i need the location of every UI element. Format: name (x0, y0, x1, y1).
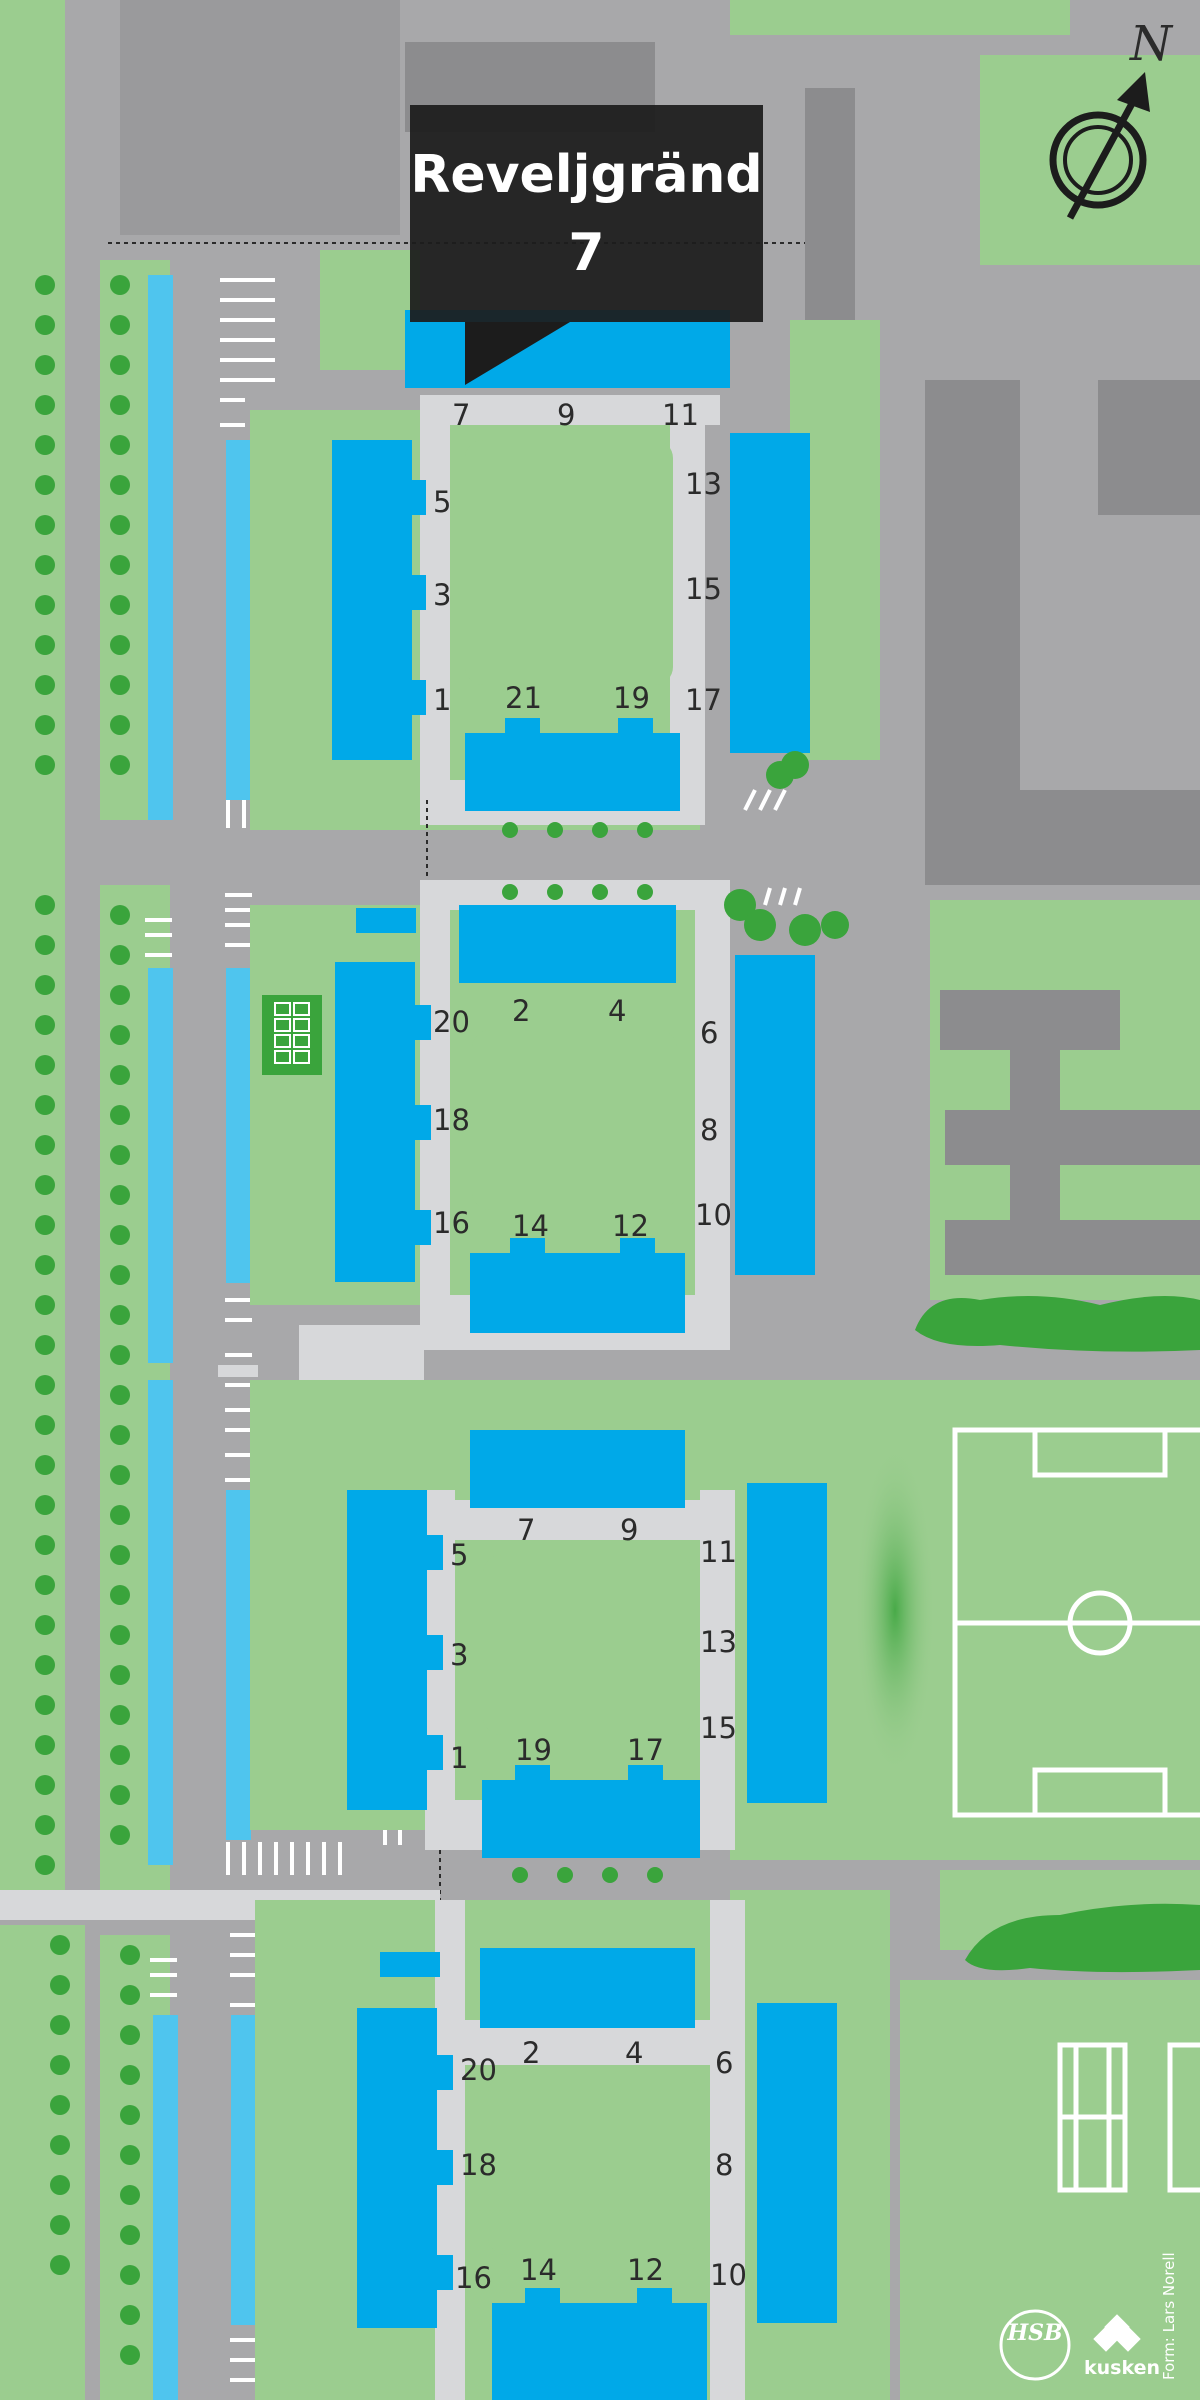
house-number: 19 (515, 1733, 552, 1767)
address-callout: Reveljgränd 7 (410, 105, 763, 322)
block-3 (250, 1380, 827, 1920)
house-number: 5 (433, 485, 451, 519)
house-number: 17 (685, 683, 722, 717)
house-numbers-block-2: 2 4 20 6 18 8 16 14 12 10 (433, 994, 732, 1243)
block-4 (255, 1900, 837, 2400)
house-number: 11 (662, 398, 699, 432)
football-field (855, 1427, 1200, 1818)
compass-icon (1049, 72, 1150, 220)
house-number: 12 (612, 1209, 649, 1243)
house-number: 2 (512, 994, 530, 1028)
tennis-courts (1057, 2042, 1200, 2193)
house-number: 7 (517, 1513, 535, 1547)
house-number: 20 (460, 2053, 497, 2087)
east-tree-rows (915, 1296, 1200, 1973)
carport-strips (148, 275, 424, 2400)
house-number: 5 (450, 1538, 468, 1572)
house-number: 20 (433, 1005, 470, 1039)
house-number: 8 (715, 2148, 733, 2182)
house-number: 15 (685, 572, 722, 606)
house-number: 6 (700, 1016, 718, 1050)
house-number: 16 (433, 1206, 470, 1240)
house-numbers-block-3: 7 9 5 11 3 13 15 1 19 17 (450, 1513, 737, 1775)
house-number: 10 (695, 1198, 732, 1232)
callout-house-number: 7 (568, 223, 605, 283)
house-number: 18 (460, 2148, 497, 2182)
house-number: 8 (700, 1113, 718, 1147)
house-numbers-block-4: 2 4 20 6 18 8 16 14 12 10 (455, 2036, 747, 2295)
house-number: 6 (715, 2046, 733, 2080)
house-number: 3 (450, 1638, 468, 1672)
house-number: 7 (452, 398, 470, 432)
house-number: 11 (700, 1535, 737, 1569)
house-number: 19 (613, 681, 650, 715)
compass-north-label: N (1129, 16, 1174, 72)
hsb-logo-icon (999, 2309, 1071, 2381)
house-number: 4 (625, 2036, 643, 2070)
house-number: 17 (627, 1733, 664, 1767)
house-number: 14 (520, 2253, 557, 2287)
house-number: 14 (512, 1209, 549, 1243)
house-number: 16 (455, 2261, 492, 2295)
block-2 (250, 880, 849, 1350)
hsb-logo-text: HSB (1007, 2320, 1063, 2346)
house-number: 15 (700, 1711, 737, 1745)
kusken-logo-text: kusken (1084, 2357, 1161, 2379)
house-number: 12 (627, 2253, 664, 2287)
house-number: 9 (620, 1513, 638, 1547)
house-number: 2 (522, 2036, 540, 2070)
house-number: 4 (608, 994, 626, 1028)
west-trees (35, 275, 140, 2365)
house-number: 3 (433, 578, 451, 612)
house-number: 21 (505, 681, 542, 715)
house-number: 1 (433, 683, 451, 717)
house-number: 9 (557, 398, 575, 432)
callout-street-name: Reveljgränd (410, 145, 763, 205)
house-number: 13 (700, 1625, 737, 1659)
northern-area (108, 0, 855, 320)
callout-pointer (465, 322, 570, 385)
block-1 (250, 310, 810, 895)
house-number: 13 (685, 467, 722, 501)
house-number: 1 (450, 1741, 468, 1775)
house-number: 10 (710, 2258, 747, 2292)
east-buildings (925, 380, 1200, 1275)
house-number: 18 (433, 1103, 470, 1137)
house-numbers-block-1: 7 9 11 5 3 1 13 15 17 21 19 (433, 398, 722, 717)
map-credit: Form: Lars Norell (1160, 2252, 1178, 2380)
